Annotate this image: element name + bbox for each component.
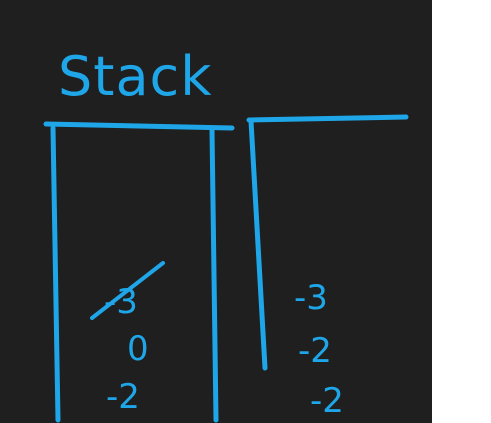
right-stack-value: -2 [310, 381, 344, 421]
strike-through-mark [90, 261, 165, 320]
title-text: Stack [58, 45, 213, 108]
right-stack-value: -3 [294, 278, 328, 318]
page-margin [432, 0, 491, 423]
left-stack-value: 0 [127, 329, 149, 369]
left-stack-container [43, 121, 235, 423]
left-stack-value: -2 [106, 377, 140, 417]
right-stack-container [246, 114, 409, 371]
right-stack-value: -2 [298, 331, 332, 371]
